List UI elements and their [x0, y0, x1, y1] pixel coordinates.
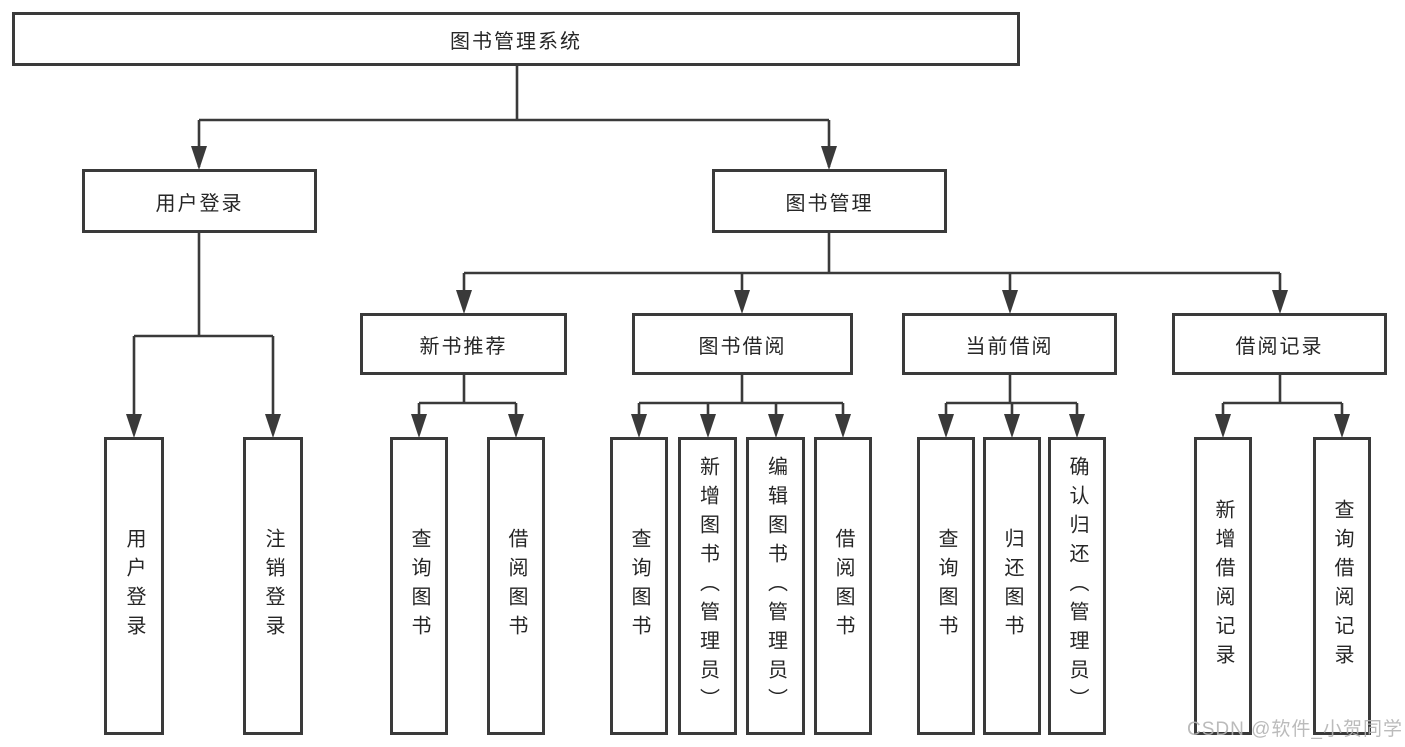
leaf-add-borrow-record: 新增借阅记录 [1194, 437, 1252, 735]
csdn-watermark: CSDN @软件_小贺同学 [1187, 719, 1403, 740]
leaf-query-borrow-record: 查询借阅记录 [1313, 437, 1371, 735]
leaf-borrow-books-1: 借阅图书 [487, 437, 545, 735]
edges-book-borrow [631, 375, 851, 438]
leaf-borrow-books-1-label: 借阅图书 [505, 528, 527, 644]
leaf-add-borrow-record-label: 新增借阅记录 [1212, 499, 1234, 673]
node-user-login: 用户登录 [82, 169, 317, 233]
leaf-edit-books-admin: 编辑图书（管理员） [746, 437, 805, 735]
node-book-management-label: 图书管理 [785, 192, 874, 215]
leaf-confirm-return-admin-label: 确认归还（管理员） [1066, 455, 1088, 717]
leaf-edit-books-admin-label: 编辑图书（管理员） [764, 455, 787, 717]
leaf-add-books-admin: 新增图书（管理员） [678, 437, 737, 735]
edges-current-borrow [938, 375, 1085, 438]
leaf-query-books-2-label: 查询图书 [628, 528, 650, 644]
leaf-return-books: 归还图书 [983, 437, 1041, 735]
leaf-logout: 注销登录 [243, 437, 303, 735]
leaf-borrow-books-2: 借阅图书 [814, 437, 872, 735]
node-book-management: 图书管理 [712, 169, 947, 233]
leaf-query-books-1-label: 查询图书 [408, 528, 430, 644]
node-current-borrow: 当前借阅 [902, 313, 1117, 375]
leaf-add-books-admin-label: 新增图书（管理员） [696, 455, 719, 717]
leaf-borrow-books-2-label: 借阅图书 [832, 528, 854, 644]
node-user-login-label: 用户登录 [155, 192, 244, 215]
node-book-borrow-label: 图书借阅 [698, 335, 787, 358]
leaf-query-books-2: 查询图书 [610, 437, 668, 735]
leaf-confirm-return-admin: 确认归还（管理员） [1048, 437, 1106, 735]
edges-root [191, 65, 837, 170]
node-root-label: 图书管理系统 [450, 30, 582, 53]
node-borrow-record-label: 借阅记录 [1235, 335, 1324, 358]
leaf-user-login: 用户登录 [104, 437, 164, 735]
leaf-query-borrow-record-label: 查询借阅记录 [1331, 499, 1353, 673]
edges-user-login [126, 233, 281, 438]
node-new-book-recommend-label: 新书推荐 [419, 335, 508, 358]
leaf-logout-label: 注销登录 [262, 528, 284, 644]
node-root-system: 图书管理系统 [12, 12, 1020, 66]
node-new-book-recommend: 新书推荐 [360, 313, 567, 375]
edges-book-management [456, 233, 1288, 314]
leaf-query-books-1: 查询图书 [390, 437, 448, 735]
node-book-borrow: 图书借阅 [632, 313, 853, 375]
leaf-user-login-label: 用户登录 [123, 528, 145, 644]
leaf-query-books-3-label: 查询图书 [935, 528, 957, 644]
leaf-query-books-3: 查询图书 [917, 437, 975, 735]
edges-new-book [411, 375, 524, 438]
node-current-borrow-label: 当前借阅 [965, 335, 1054, 358]
edges-borrow-record [1215, 375, 1350, 438]
node-borrow-record: 借阅记录 [1172, 313, 1387, 375]
leaf-return-books-label: 归还图书 [1001, 528, 1023, 644]
